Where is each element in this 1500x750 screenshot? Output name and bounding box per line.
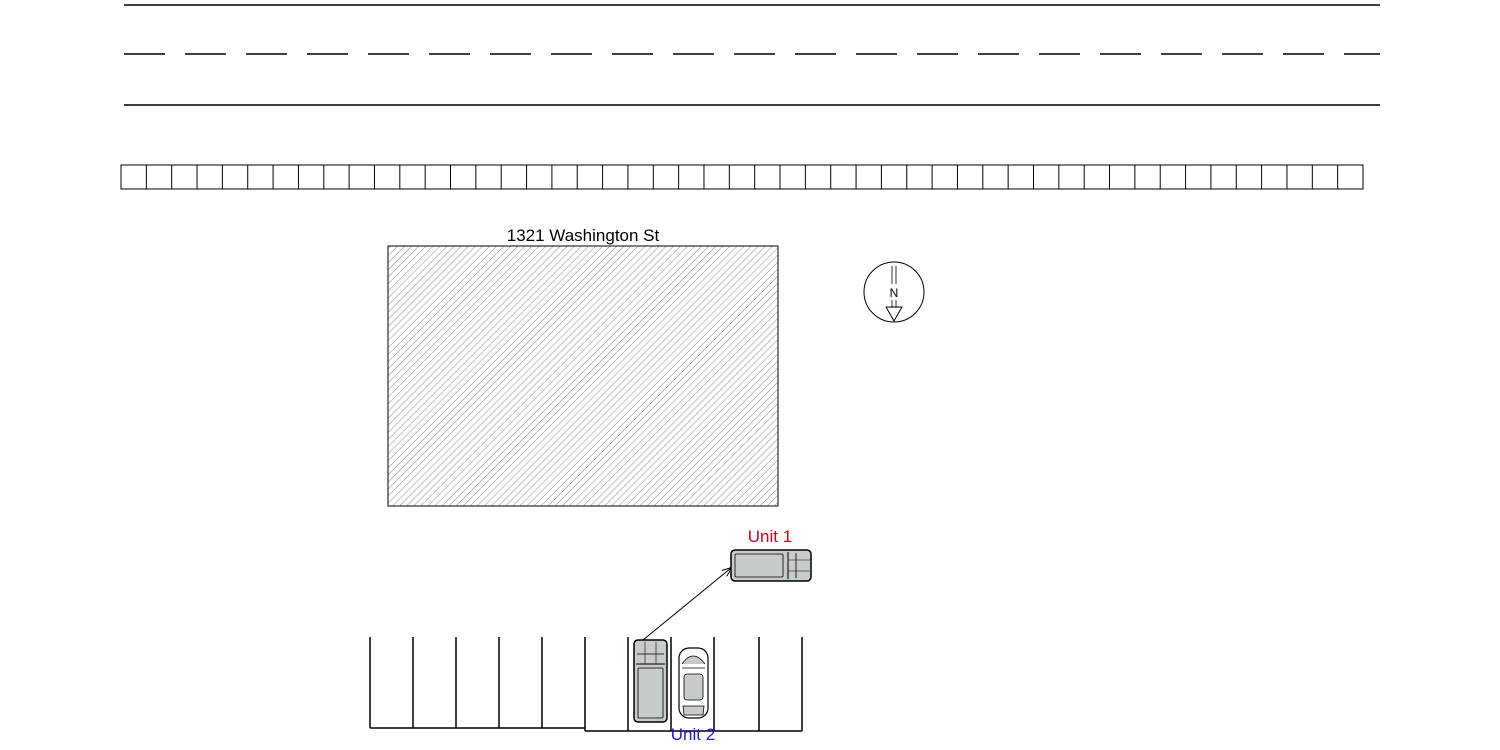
building-footprint bbox=[387, 245, 779, 507]
parked-car-trunk bbox=[682, 705, 705, 716]
unit-1-vehicle: Unit 1 bbox=[730, 527, 812, 582]
unit-2-cargo-roof bbox=[637, 667, 664, 719]
unit-2-vehicle bbox=[633, 639, 668, 723]
road bbox=[124, 4, 1380, 106]
north-compass: N bbox=[863, 261, 925, 323]
parked-car bbox=[678, 647, 709, 719]
building-address-label: 1321 Washington St bbox=[507, 226, 660, 245]
unit-1-label: Unit 1 bbox=[748, 527, 792, 546]
compass-label-bg bbox=[887, 284, 901, 300]
compass-arrow-icon bbox=[885, 306, 903, 323]
parked-car-hood bbox=[681, 655, 706, 665]
unit-2-label: Unit 2 bbox=[671, 725, 715, 744]
building: 1321 Washington St bbox=[387, 226, 779, 507]
sidewalk-outline bbox=[120, 164, 1364, 190]
parking-lot bbox=[369, 637, 803, 732]
unit-1-cargo-roof bbox=[734, 553, 784, 578]
sidewalk bbox=[120, 164, 1364, 190]
movement-path-arrow bbox=[642, 568, 731, 641]
parked-car-roof bbox=[683, 673, 704, 701]
compass-north-label: N bbox=[890, 286, 899, 300]
